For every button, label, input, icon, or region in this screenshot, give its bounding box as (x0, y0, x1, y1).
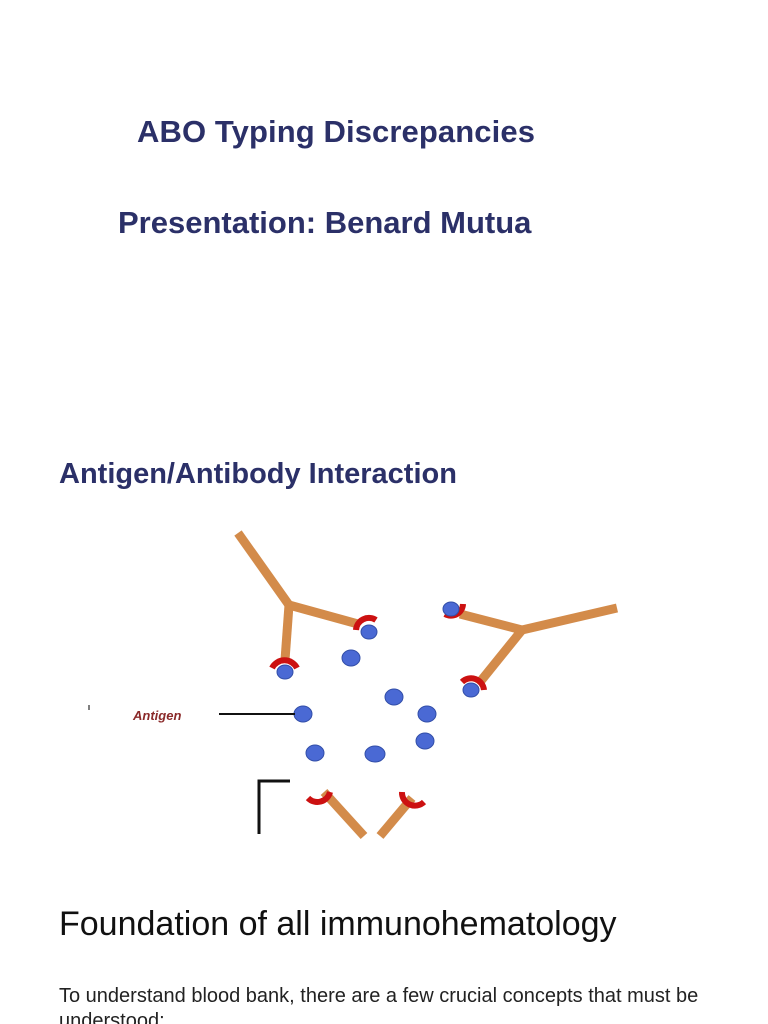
binding-site (459, 675, 487, 691)
antigen (364, 745, 386, 763)
antigen (417, 705, 437, 723)
antigen-label: Antigen (132, 708, 181, 723)
presenter-line: Presentation: Benard Mutua (118, 205, 532, 240)
page-title: ABO Typing Discrepancies (137, 114, 536, 149)
antigens (276, 601, 480, 763)
binding-site (399, 791, 427, 809)
antigen (276, 664, 294, 680)
foundation-heading: Foundation of all immunohematology (59, 905, 617, 943)
antigen (384, 688, 404, 706)
antigen (442, 601, 460, 617)
section-heading: Antigen/Antibody Interaction (59, 458, 457, 490)
antigen (415, 732, 435, 750)
antigen (305, 744, 325, 762)
intro-paragraph: To understand blood bank, there are a fe… (59, 985, 699, 1024)
antibody-top-right (458, 603, 619, 685)
antigen-antibody-diagram: Antigen (88, 530, 619, 840)
antigen (360, 624, 378, 640)
antigen (293, 705, 313, 723)
antigen (341, 649, 361, 667)
antibody-bottom (320, 788, 416, 840)
binding-site (353, 615, 378, 631)
corner-bracket (257, 779, 290, 834)
antibody-top-left (234, 530, 360, 661)
binding-site (305, 791, 333, 805)
binding-site (269, 657, 300, 670)
antigen (462, 682, 480, 698)
